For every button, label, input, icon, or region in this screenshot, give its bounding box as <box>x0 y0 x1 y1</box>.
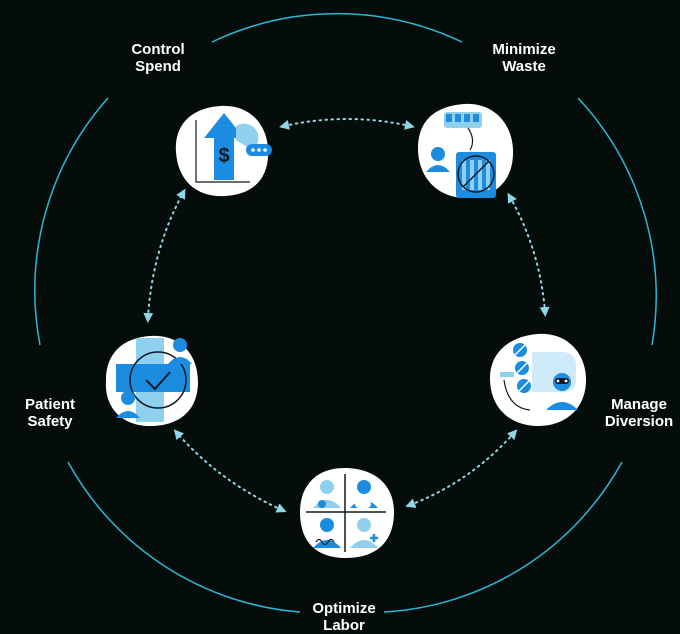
ring-arc-right <box>577 97 657 346</box>
label-line: Diversion <box>604 413 674 430</box>
diversion-pills-icon <box>500 343 578 411</box>
connector-safety-spend <box>143 188 186 323</box>
ring-arc-lower-left <box>67 461 301 613</box>
label-manage-diversion: Manage Diversion <box>598 396 680 430</box>
node-control-spend: $ <box>175 105 272 197</box>
connector-waste-diversion <box>507 192 550 317</box>
label-line: Spend <box>135 58 181 75</box>
cost-arrow-dollar-icon: $ <box>195 113 272 183</box>
ring-arc-lower-right <box>383 461 623 613</box>
ring-arc-top <box>211 13 463 43</box>
label-line: Labor <box>323 617 365 634</box>
connector-diversion-labor <box>405 429 518 508</box>
connectors <box>143 118 550 513</box>
node-optimize-labor <box>300 468 394 558</box>
node-manage-diversion <box>490 333 586 426</box>
label-control-spend: Control Spend <box>118 41 198 75</box>
label-line: Optimize <box>312 600 376 617</box>
node-minimize-waste <box>418 103 514 198</box>
label-minimize-waste: Minimize Waste <box>474 41 574 75</box>
labor-staff-grid-icon <box>306 474 386 552</box>
connector-labor-safety <box>173 429 287 513</box>
outer-ring <box>34 13 657 613</box>
label-patient-safety: Patient Safety <box>12 396 88 430</box>
label-line: Patient <box>24 396 75 413</box>
label-line: Minimize <box>492 41 556 58</box>
ring-arc-left <box>34 97 109 346</box>
svg-text:$: $ <box>218 145 229 167</box>
safety-check-icon <box>116 338 192 422</box>
connector-spend-waste <box>279 118 415 130</box>
label-optimize-labor: Optimize Labor <box>294 600 394 634</box>
waste-bin-icon <box>426 112 496 198</box>
node-blob <box>300 468 394 558</box>
label-line: Waste <box>502 58 546 75</box>
label-line: Manage <box>611 396 667 413</box>
label-line: Control <box>131 41 185 58</box>
label-line: Safety <box>27 413 73 430</box>
node-patient-safety <box>105 335 198 426</box>
